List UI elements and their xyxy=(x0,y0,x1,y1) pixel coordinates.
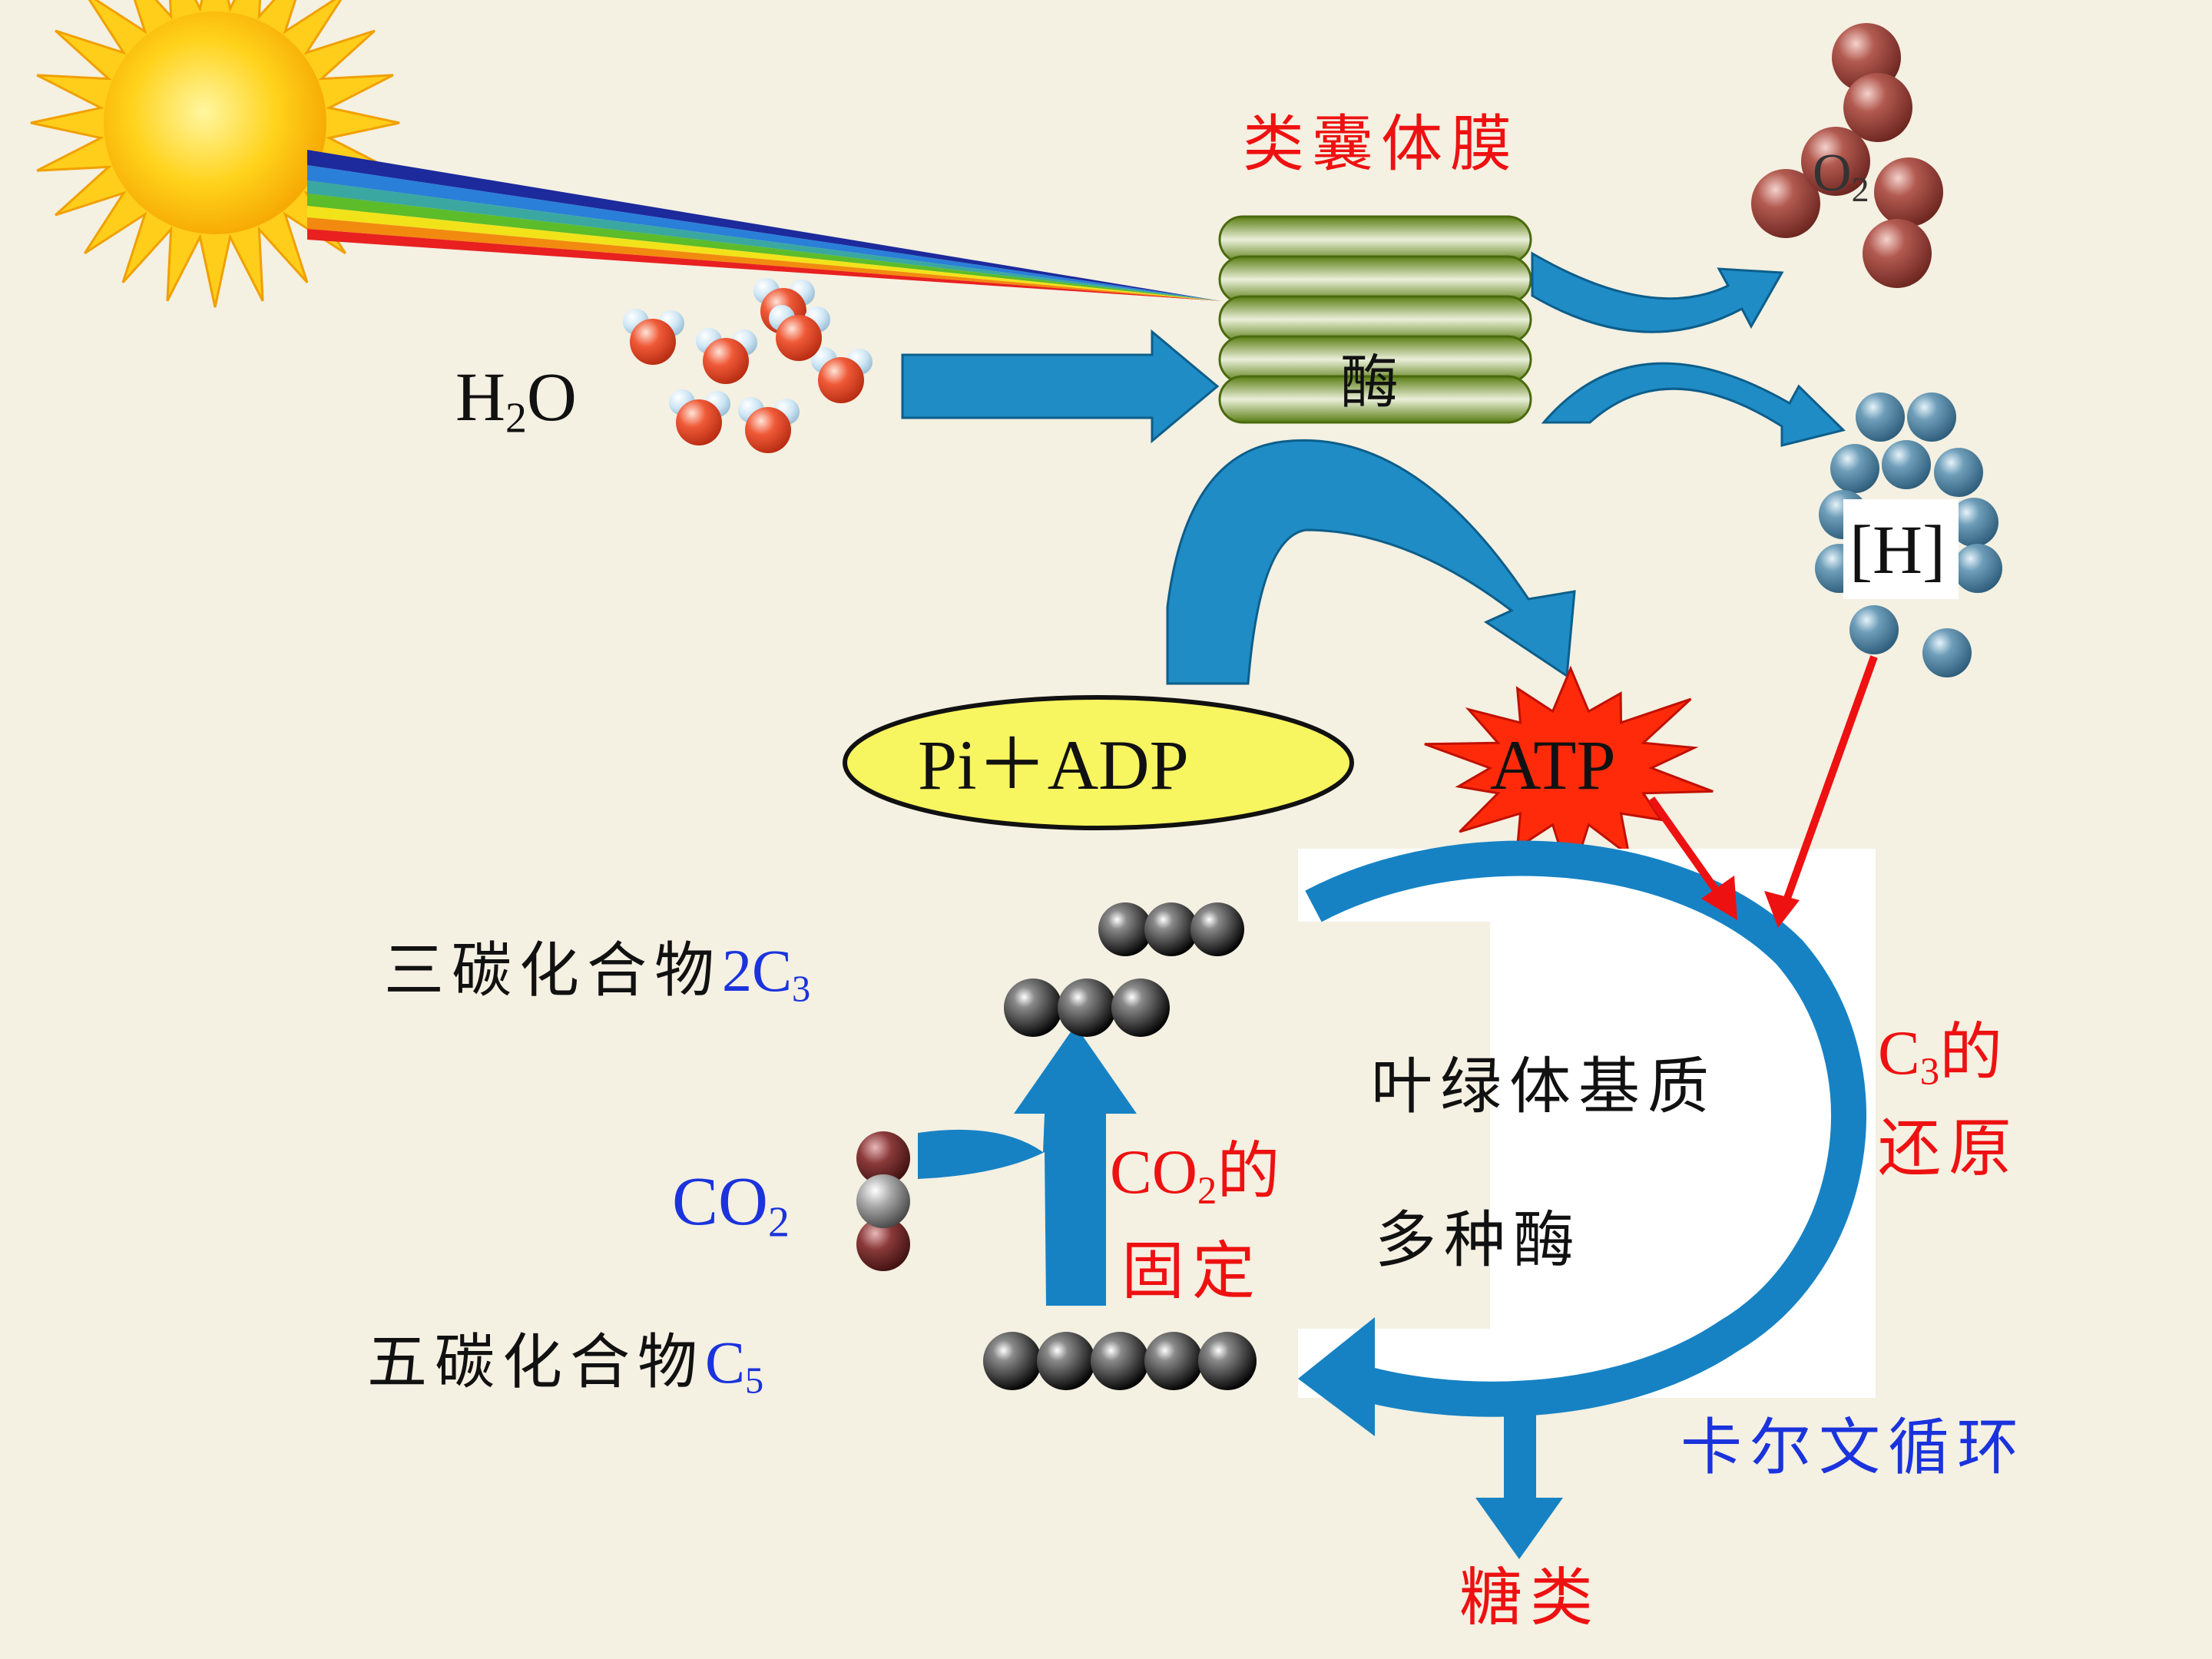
reduction-arrows xyxy=(1647,655,1878,928)
oxygen-atom xyxy=(1863,219,1932,288)
carbon-atom xyxy=(1058,979,1116,1037)
calvin-cycle-arrow xyxy=(1298,840,1866,1436)
water-oxygen-atom xyxy=(630,319,676,365)
hydrogen-atom xyxy=(1953,544,2002,593)
oxygen-atom xyxy=(1843,73,1912,142)
carbon-atom xyxy=(1091,1332,1149,1390)
pi-adp-ellipse xyxy=(843,695,1354,830)
c5-label: 五碳化合物C5 xyxy=(367,1328,764,1402)
carbon-atom xyxy=(983,1332,1041,1390)
carbon-atom xyxy=(1111,979,1170,1037)
oxygen-atom xyxy=(1874,157,1943,227)
oxygen-molecules xyxy=(1751,23,1943,288)
water-oxygen-atom xyxy=(745,407,791,453)
water-oxygen-atom xyxy=(818,357,864,403)
carbon-atom xyxy=(1144,902,1198,956)
hydrogen-atom xyxy=(1856,392,1905,442)
hydrogen-atom xyxy=(1907,392,1956,442)
c3-label: 三碳化合物2C3 xyxy=(384,936,811,1010)
hydrogen-label: [H] xyxy=(1849,512,1945,588)
water-oxygen-atom xyxy=(776,315,822,361)
hydrogen-atom xyxy=(1882,440,1931,489)
hydrogen-label-box xyxy=(1843,499,1959,599)
fixation-label-line1: CO2的 xyxy=(1110,1135,1280,1213)
stroma-label: 叶绿体基质 xyxy=(1371,1051,1717,1122)
oxygen-label: O2 xyxy=(1813,144,1869,209)
sugar-arrow xyxy=(1475,1402,1563,1559)
c3-chain-bottom xyxy=(1004,979,1170,1037)
hydrogen-atom xyxy=(1830,444,1879,493)
co2-molecule xyxy=(856,1131,910,1271)
stroma-region xyxy=(1298,849,1876,1398)
c5-chain xyxy=(983,1332,1257,1390)
light-beam xyxy=(307,150,1221,301)
water-arrow xyxy=(901,329,1220,444)
carbon-atom xyxy=(1098,902,1152,956)
carbon-atom xyxy=(1190,902,1244,956)
sugar-label: 糖类 xyxy=(1459,1561,1601,1634)
carbon-atom xyxy=(1198,1332,1257,1390)
c3-chain-top xyxy=(1098,902,1244,956)
hydrogen-atom xyxy=(1849,605,1899,654)
reduction-label-line1: C3的 xyxy=(1878,1016,2003,1094)
water-molecules xyxy=(623,278,873,453)
carbon-atom xyxy=(1004,979,1062,1037)
water-oxygen-atom xyxy=(676,399,722,445)
atp-label: ATP xyxy=(1490,726,1616,804)
co2-label: CO2 xyxy=(672,1164,790,1247)
sun-icon xyxy=(30,0,400,308)
enzymes-label: 多种酶 xyxy=(1375,1204,1582,1276)
carbon-atom xyxy=(1144,1332,1203,1390)
calvin-cycle-label: 卡尔文循环 xyxy=(1681,1412,2026,1483)
enzyme-label: 酶 xyxy=(1340,348,1399,416)
oxygen-atom xyxy=(1751,169,1820,238)
hydrogen-atom xyxy=(1934,448,1983,497)
water-oxygen-atom xyxy=(703,338,749,384)
carbon-atom xyxy=(1037,1332,1095,1390)
thylakoid-stack xyxy=(1218,215,1532,424)
hydrogen-atom xyxy=(1949,498,1998,547)
energy-arrow xyxy=(1166,439,1576,685)
reduction-label-line2: 还原 xyxy=(1878,1112,2020,1185)
fixation-arrow xyxy=(918,1025,1137,1306)
fixation-label-line2: 固定 xyxy=(1121,1235,1263,1308)
water-label: H2O xyxy=(455,359,577,442)
split-arrows xyxy=(1531,251,1846,447)
thylakoid-label: 类囊体膜 xyxy=(1243,108,1519,180)
pi-adp-label: Pi＋ADP xyxy=(918,726,1189,804)
oxygen-atom xyxy=(1801,127,1870,196)
hydrogen-atom xyxy=(1922,628,1972,677)
